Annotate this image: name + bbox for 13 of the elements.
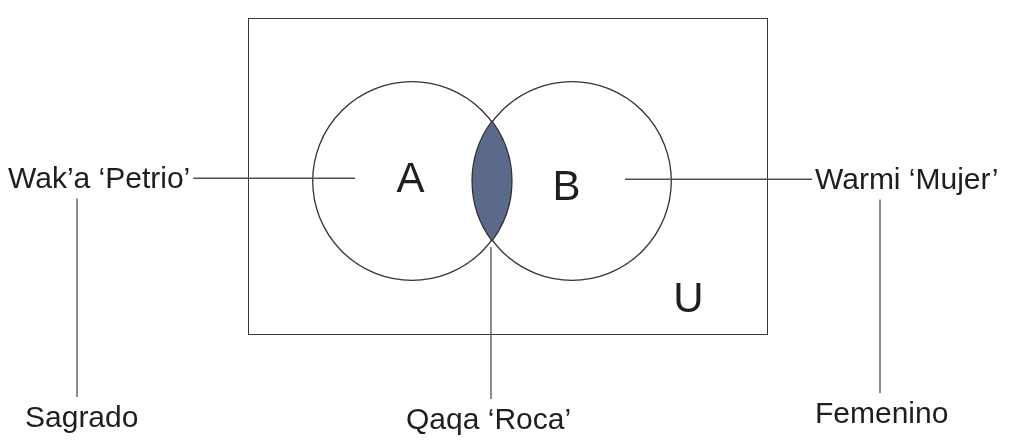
set-label: B	[552, 164, 581, 207]
leader-line	[879, 198, 881, 394]
universe-frame	[248, 18, 768, 335]
set-label: A	[396, 156, 425, 199]
leader-line	[76, 197, 78, 398]
intersection-region	[472, 121, 512, 241]
leader-line	[624, 178, 813, 180]
callout-label: Femenino	[815, 396, 949, 431]
callout-label: Warmi ‘Mujer’	[815, 162, 999, 197]
universe-label: U	[673, 276, 704, 319]
callout-label: Qaqa ‘Roca’	[406, 402, 572, 437]
callout-label: Sagrado	[25, 400, 139, 435]
callout-label: Wak’a ‘Petrio’	[8, 161, 191, 196]
